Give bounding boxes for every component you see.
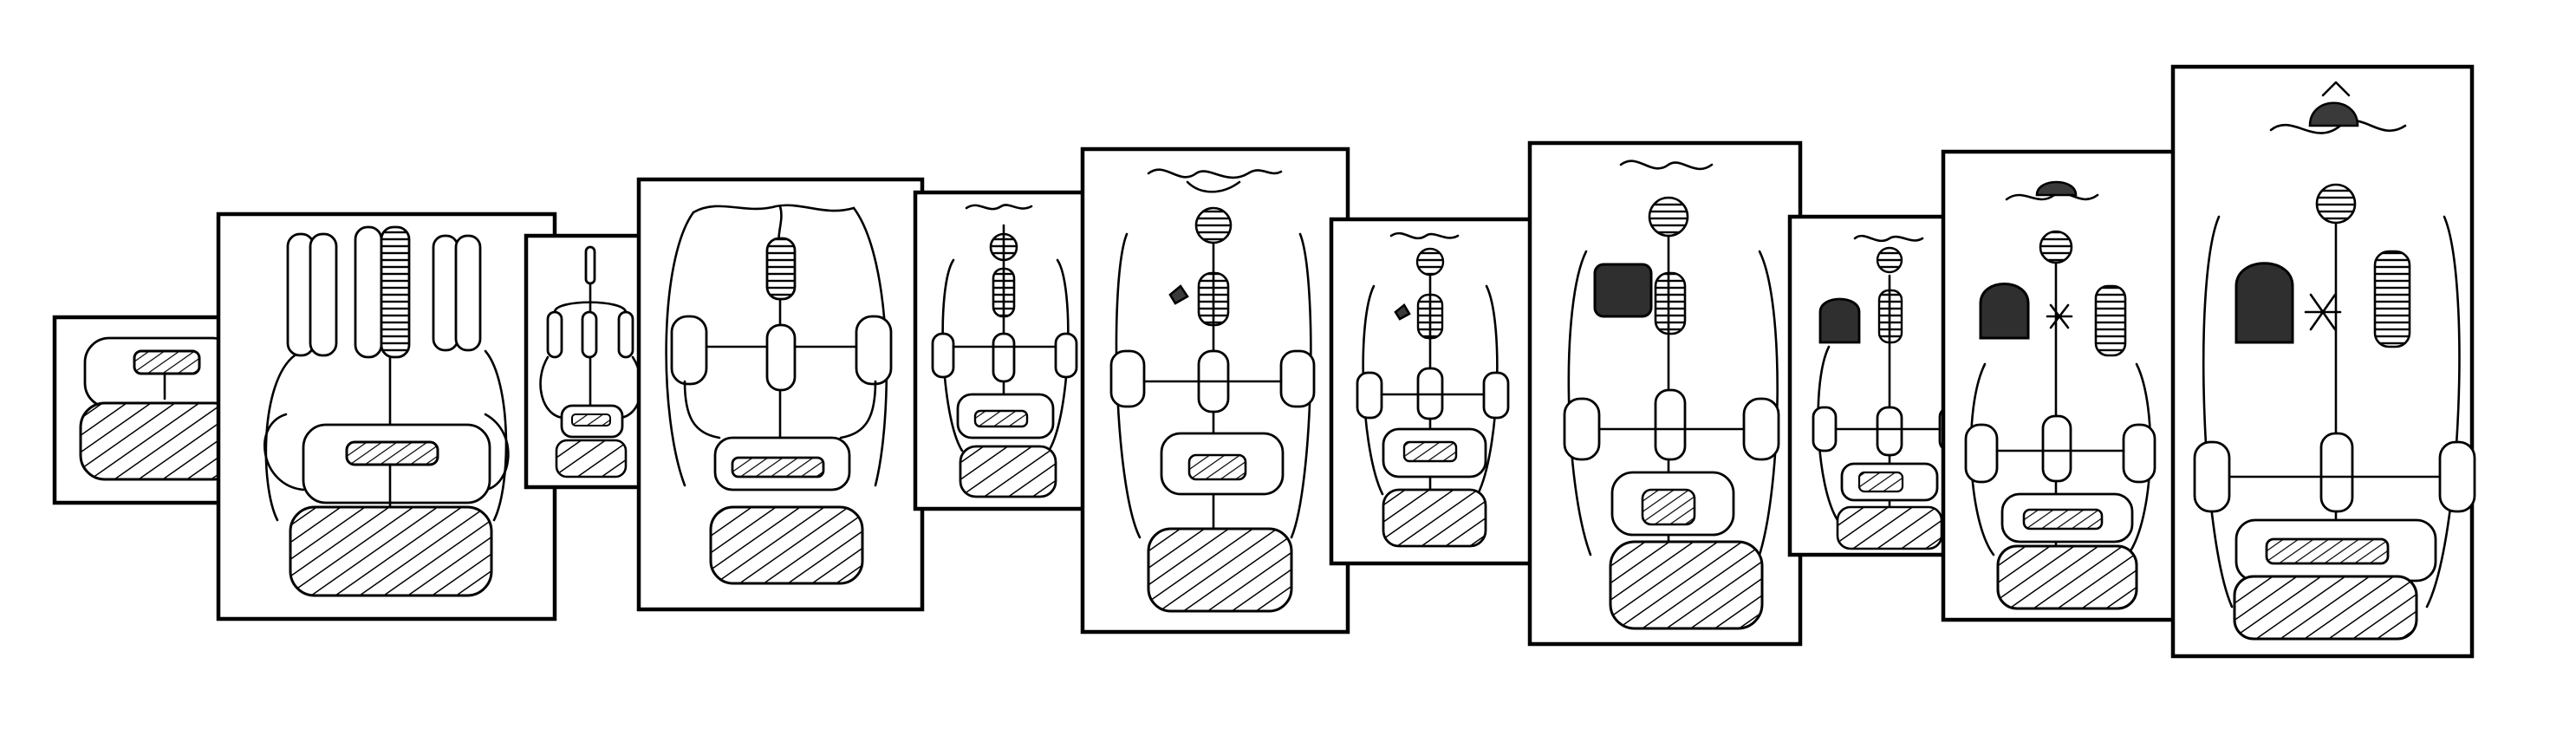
- panel-7: [1329, 217, 1533, 566]
- panel-6: [1080, 146, 1350, 635]
- inner-bar: [133, 349, 201, 375]
- tube-array: [286, 225, 482, 359]
- dark-dome: [1979, 283, 2030, 340]
- dark-dome: [2234, 262, 2294, 344]
- dark-dome: [1818, 297, 1861, 344]
- dark-block: [1593, 263, 1653, 318]
- panel-11: [2170, 64, 2476, 659]
- panel-10: [1941, 149, 2191, 622]
- panel-5: [913, 190, 1100, 511]
- crest-segment: [765, 237, 797, 301]
- panel-3: [524, 233, 659, 490]
- panel-8: [1527, 140, 1803, 647]
- base-block: [79, 401, 240, 481]
- panel-4: [636, 177, 925, 612]
- base-block: [289, 505, 493, 597]
- panel-2: [216, 212, 557, 622]
- mid-bar: [345, 440, 439, 466]
- striped-tube: [380, 225, 411, 359]
